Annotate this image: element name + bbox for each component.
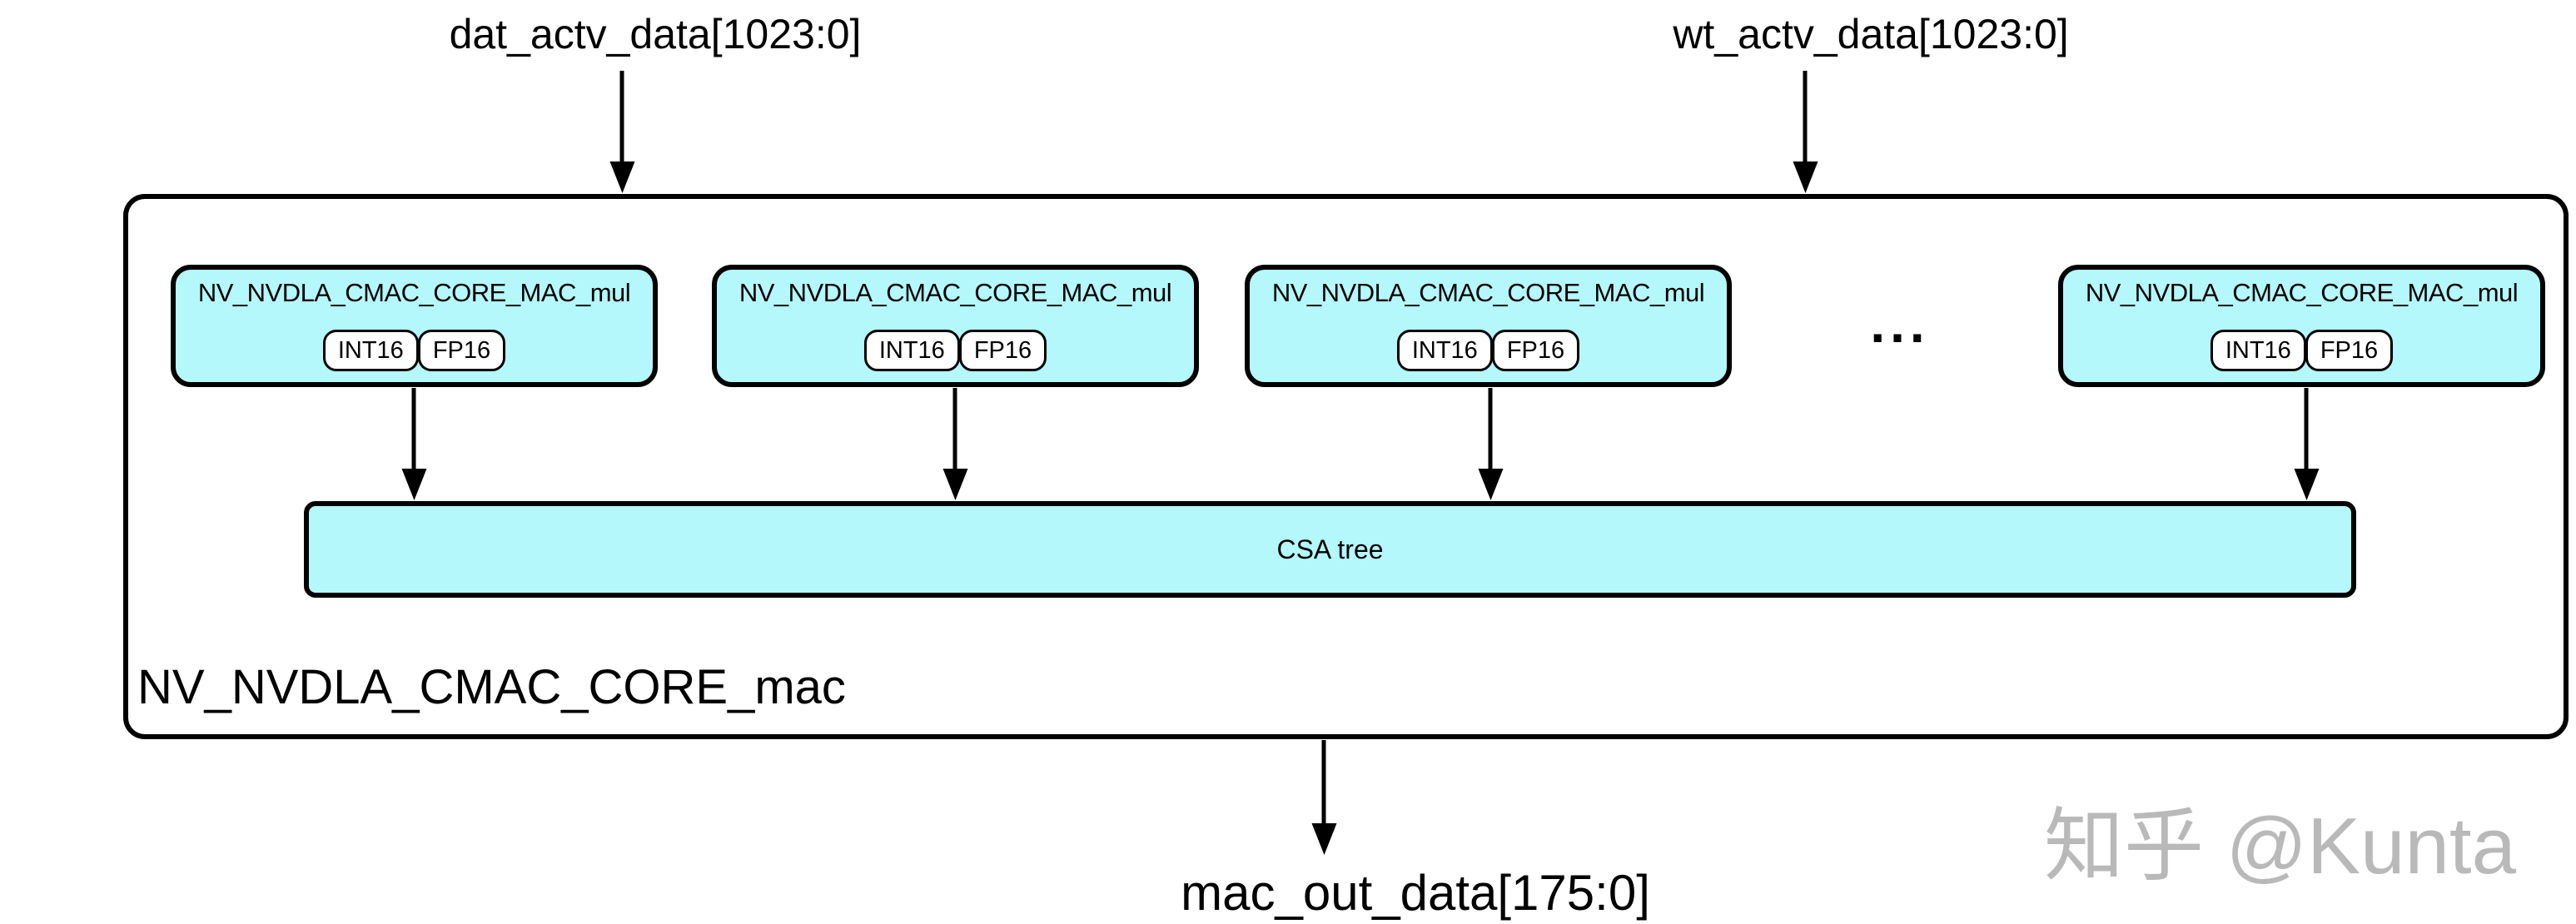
arrowhead-icon [609, 161, 634, 193]
mul-unit-box: NV_NVDLA_CMAC_CORE_MAC_mul INT16 FP16 [1245, 265, 1732, 387]
mode-badge-int16: INT16 [2210, 330, 2306, 371]
arrow-down-mul2 [942, 388, 967, 500]
input-signal-label-dat: dat_actv_data[1023:0] [449, 11, 862, 57]
mul-unit-box: NV_NVDLA_CMAC_CORE_MAC_mul INT16 FP16 [712, 265, 1199, 387]
mode-badges: INT16 FP16 [2210, 330, 2394, 371]
mul-unit-title: NV_NVDLA_CMAC_CORE_MAC_mul [1271, 278, 1705, 307]
arrowhead-icon [942, 469, 967, 500]
mode-badge-fp16: FP16 [2305, 330, 2394, 371]
arrowhead-icon [401, 469, 426, 500]
mode-badge-fp16: FP16 [1491, 330, 1580, 371]
output-signal-label: mac_out_data[175:0] [1181, 865, 1650, 921]
arrow-down-dat-input [609, 71, 634, 193]
arrowhead-icon [1478, 469, 1503, 500]
mode-badge-fp16: FP16 [958, 330, 1047, 371]
arrowhead-icon [1311, 823, 1336, 855]
mul-unit-title: NV_NVDLA_CMAC_CORE_MAC_mul [2085, 278, 2519, 307]
arrowhead-icon [1793, 161, 1818, 193]
arrow-down-mul3 [1478, 388, 1503, 500]
arrow-down-output [1311, 740, 1336, 855]
mode-badges: INT16 FP16 [863, 330, 1047, 371]
ellipsis: ... [1870, 294, 1930, 354]
mul-unit-box: NV_NVDLA_CMAC_CORE_MAC_mul INT16 FP16 [171, 265, 658, 387]
arrowhead-icon [2294, 469, 2319, 500]
mul-unit-box: NV_NVDLA_CMAC_CORE_MAC_mul INT16 FP16 [2058, 265, 2545, 387]
mode-badge-int16: INT16 [863, 330, 960, 371]
mode-badge-int16: INT16 [322, 330, 419, 371]
arrow-down-wt-input [1793, 71, 1818, 193]
mac-module-label: NV_NVDLA_CMAC_CORE_mac [137, 660, 846, 714]
arrow-down-mul1 [401, 388, 426, 500]
input-signal-label-wt: wt_actv_data[1023:0] [1673, 11, 2069, 57]
csa-tree-bar: CSA tree [304, 501, 2356, 598]
mode-badges: INT16 FP16 [322, 330, 506, 371]
mul-unit-title: NV_NVDLA_CMAC_CORE_MAC_mul [197, 278, 631, 307]
mode-badges: INT16 FP16 [1396, 330, 1580, 371]
watermark: 知乎 @Kunta [2044, 802, 2516, 891]
mul-unit-title: NV_NVDLA_CMAC_CORE_MAC_mul [738, 278, 1172, 307]
arrow-down-mul4 [2294, 388, 2319, 500]
mode-badge-fp16: FP16 [417, 330, 506, 371]
mode-badge-int16: INT16 [1396, 330, 1493, 371]
